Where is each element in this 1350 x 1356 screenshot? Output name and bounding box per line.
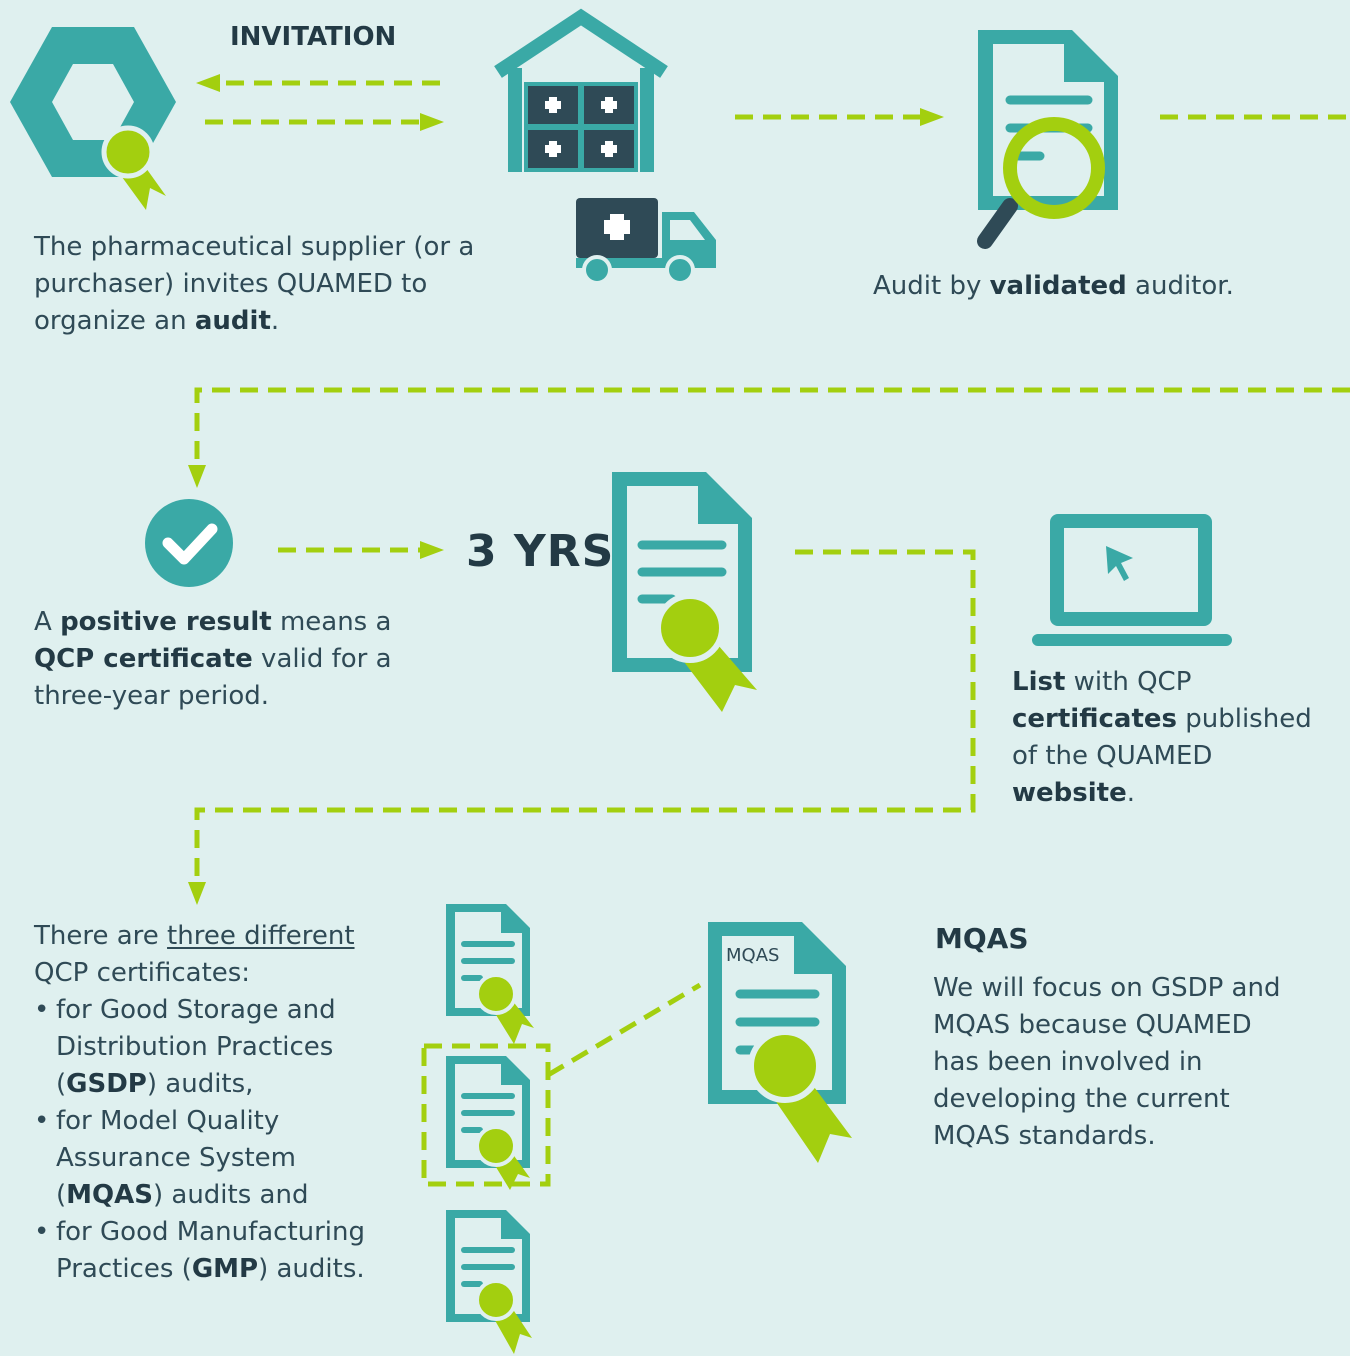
quamed-logo-icon xyxy=(10,27,176,210)
line-to-mqas xyxy=(546,982,702,1078)
certificate-icon xyxy=(612,472,757,712)
laptop-icon xyxy=(1032,514,1232,646)
arrowheads xyxy=(188,74,944,905)
invitation-label: INVITATION xyxy=(230,22,397,52)
connectors xyxy=(194,80,1350,1187)
mqas-heading: MQAS xyxy=(935,922,1029,955)
mqas-highlight-frame xyxy=(421,1043,551,1187)
audit-document-icon xyxy=(977,30,1118,249)
line-wrap-to-result xyxy=(194,387,1350,470)
invitation-text: The pharmaceutical supplier (or a purcha… xyxy=(34,232,475,336)
mqas-description: We will focus on GSDP and MQAS because Q… xyxy=(933,973,1281,1151)
cursor-icon xyxy=(1106,546,1133,581)
audit-text: Audit by validated auditor. xyxy=(873,271,1234,301)
line-to-certificate-types xyxy=(194,549,976,888)
positive-result-text: A positive result means a QCP certificat… xyxy=(34,607,392,711)
certificate-types-list: for Good Storage and Distribution Practi… xyxy=(34,992,404,1288)
mqas-small-certificate-icon xyxy=(446,1056,530,1190)
gmp-certificate-icon xyxy=(446,1210,532,1354)
validity-period-label: 3 YRS xyxy=(466,526,615,577)
certificate-list-text: List with QCP certificates published of … xyxy=(1012,667,1312,808)
gsdp-certificate-icon xyxy=(446,904,534,1044)
check-circle-icon xyxy=(145,499,233,587)
mqas-doc-label: MQAS xyxy=(726,945,779,966)
warehouse-icon xyxy=(494,8,668,172)
delivery-truck-icon xyxy=(576,198,716,285)
mqas-certificate-icon: MQAS xyxy=(708,922,852,1163)
list-item-gsdp: for Good Storage and Distribution Practi… xyxy=(34,992,404,1103)
list-item-mqas: for Model Quality Assurance System (MQAS… xyxy=(34,1103,404,1214)
certificate-types-text: There are three different QCP certificat… xyxy=(34,918,404,1288)
certificate-types-intro: There are three different QCP certificat… xyxy=(34,921,355,988)
list-item-gmp: for Good Manufacturing Practices (GMP) a… xyxy=(34,1214,404,1288)
